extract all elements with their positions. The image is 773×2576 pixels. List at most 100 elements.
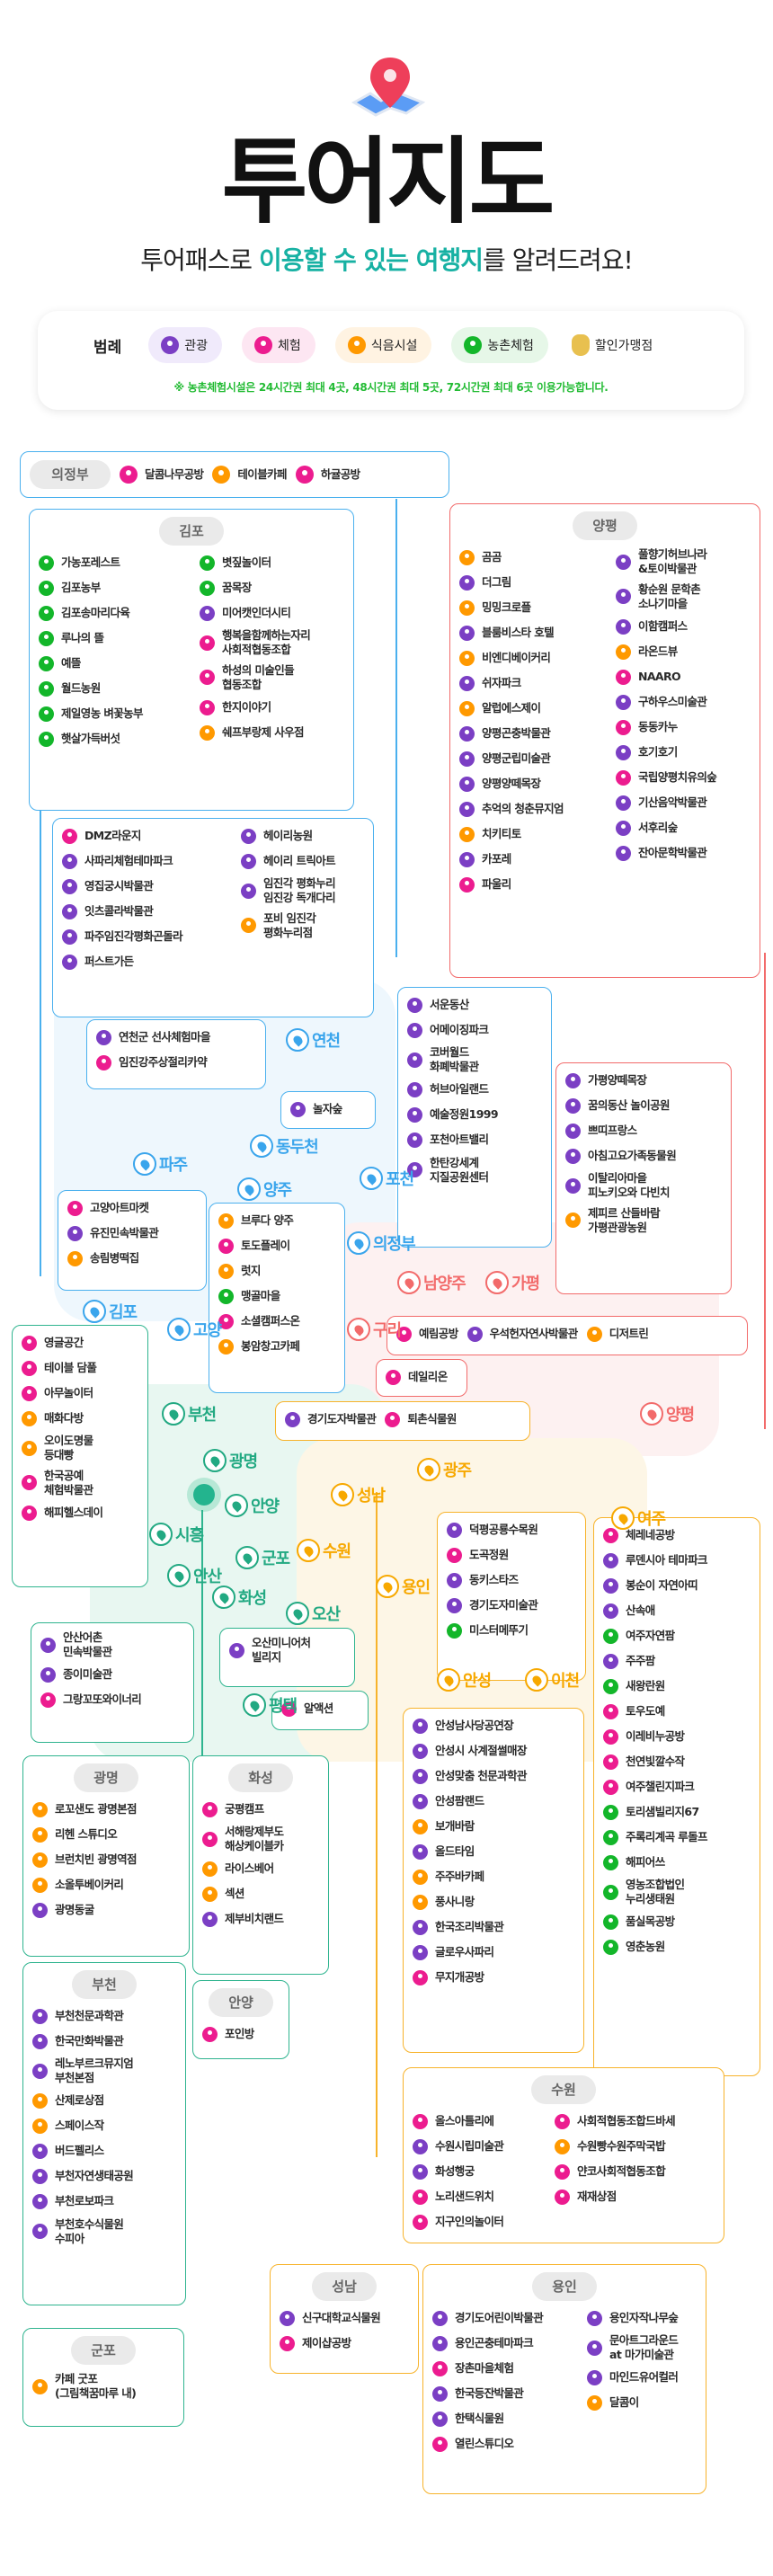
place-item[interactable]: 토리샘빌리지67 bbox=[603, 1802, 751, 1822]
place-item[interactable]: 달콤이 bbox=[587, 2394, 678, 2413]
place-item[interactable]: 행복을함께하는자리 사회적협동조합 bbox=[200, 628, 311, 658]
place-item[interactable]: 볏짚놀이터 bbox=[200, 553, 310, 573]
place-item[interactable]: 새왕란원 bbox=[603, 1676, 751, 1696]
map-region-label[interactable]: 광명 bbox=[203, 1449, 258, 1472]
place-item[interactable]: 가농포레스트 bbox=[39, 553, 187, 573]
place-item[interactable]: 안성시 사계절썰매장 bbox=[413, 1741, 574, 1761]
place-item[interactable]: 쉐프부랑제 사우점 bbox=[200, 723, 310, 742]
place-item[interactable]: 궁평캠프 bbox=[202, 1799, 319, 1819]
place-item[interactable]: 매화다방 bbox=[22, 1408, 138, 1428]
place-item[interactable]: 루덴시아 테마파크 bbox=[603, 1550, 751, 1570]
map-region-label[interactable]: 수원 bbox=[297, 1539, 351, 1562]
place-item[interactable]: 고양아트마켓 bbox=[67, 1198, 197, 1218]
place-item[interactable]: 헤이리 트릭아트 bbox=[241, 851, 336, 871]
place-item[interactable]: 임진강주상절리카약 bbox=[96, 1053, 256, 1072]
map-region-label[interactable]: 가평 bbox=[485, 1271, 540, 1294]
map-region-label[interactable]: 양주 bbox=[237, 1177, 292, 1201]
map-region-label[interactable]: 고양 bbox=[167, 1318, 222, 1341]
place-item[interactable]: 천연빛깔수작 bbox=[603, 1752, 751, 1772]
place-item[interactable]: 해피헬스데이 bbox=[22, 1503, 138, 1523]
place-item[interactable]: 주주바카페 bbox=[413, 1867, 574, 1887]
place-item[interactable]: 영글공간 bbox=[22, 1333, 138, 1353]
place-item[interactable]: 헤이리농원 bbox=[241, 826, 335, 846]
place-item[interactable]: 여주자연팜 bbox=[603, 1626, 751, 1646]
place-item[interactable]: 무지개공방 bbox=[413, 1968, 574, 1987]
place-item[interactable]: 산제로상점 bbox=[32, 2092, 176, 2111]
place-item[interactable]: 안산어촌 민속박물관 bbox=[40, 1630, 184, 1660]
place-item[interactable]: 잇츠콜라박물관 bbox=[62, 902, 228, 921]
map-region-label[interactable]: 여주 bbox=[611, 1506, 666, 1530]
map-region-label[interactable]: 부천 bbox=[162, 1402, 217, 1426]
place-item[interactable]: 양평곤충박물관 bbox=[459, 724, 603, 743]
place-item[interactable]: 동동카누 bbox=[616, 717, 716, 737]
place-item[interactable]: 화성행궁 bbox=[413, 2162, 542, 2181]
place-item[interactable]: 맹골마을 bbox=[218, 1286, 335, 1306]
place-item[interactable]: 꿈의동산 놀이공원 bbox=[565, 1096, 722, 1115]
place-item[interactable]: 브런치빈 광명역점 bbox=[32, 1850, 180, 1870]
place-item[interactable]: 예림공방 bbox=[396, 1324, 458, 1344]
place-item[interactable]: 예술정원1999 bbox=[407, 1106, 542, 1125]
place-item[interactable]: 추억의 청춘뮤지엄 bbox=[459, 799, 603, 819]
place-item[interactable]: 열린스튜디오 bbox=[432, 2434, 574, 2454]
place-item[interactable]: 이함캠퍼스 bbox=[616, 617, 716, 636]
place-item[interactable]: 레노부르크뮤지엄 부천본점 bbox=[32, 2056, 176, 2086]
place-item[interactable]: 라온드뷰 bbox=[616, 642, 716, 662]
place-item[interactable]: 수원시립미술관 bbox=[413, 2136, 542, 2156]
map-region-label[interactable]: 군포 bbox=[235, 1546, 290, 1569]
place-item[interactable]: 루나의 뜰 bbox=[39, 628, 187, 648]
place-item[interactable]: 제일영농 벼꽃농부 bbox=[39, 704, 187, 724]
place-item[interactable]: 사파리체험테마파크 bbox=[62, 851, 228, 871]
place-item[interactable]: 제피르 산들바람 가평관광농원 bbox=[565, 1206, 722, 1236]
place-item[interactable]: 주주팜 bbox=[603, 1651, 751, 1671]
place-item[interactable]: 봉순이 자연아띠 bbox=[603, 1576, 751, 1595]
place-item[interactable]: 김포송마리다육 bbox=[39, 603, 187, 623]
map-region-label[interactable]: 안산 bbox=[167, 1564, 222, 1587]
place-item[interactable]: 부천로보파크 bbox=[32, 2192, 176, 2212]
place-item[interactable]: 파울리 bbox=[459, 875, 603, 894]
place-item[interactable]: 부천호수식물원 수피아 bbox=[32, 2217, 176, 2247]
place-item[interactable]: 체레네공방 bbox=[603, 1525, 751, 1545]
place-item[interactable]: 이탈리아마을 피노키오와 다빈치 bbox=[565, 1171, 722, 1201]
map-region-label[interactable]: 용인 bbox=[376, 1575, 431, 1598]
place-item[interactable]: 밍밍크로플 bbox=[459, 598, 603, 617]
map-region-label[interactable]: 시흥 bbox=[149, 1523, 204, 1546]
place-item[interactable]: 한국조리박물관 bbox=[413, 1917, 574, 1937]
place-item[interactable]: 경기도자박물관 bbox=[285, 1409, 377, 1429]
place-item[interactable]: 경기도어린이박물관 bbox=[432, 2308, 574, 2328]
place-item[interactable]: 호기호기 bbox=[616, 742, 716, 762]
place-item[interactable]: 용인자작나무숲 bbox=[587, 2308, 679, 2328]
place-item[interactable]: 예뜰 bbox=[39, 653, 187, 673]
place-item[interactable]: 하성의 미술인들 협동조합 bbox=[200, 663, 310, 693]
place-item[interactable]: 그랑꼬또와이너리 bbox=[40, 1691, 184, 1710]
map-region-label[interactable]: 안양 bbox=[225, 1494, 280, 1517]
place-item[interactable]: 서운동산 bbox=[407, 995, 542, 1015]
place-item[interactable]: 토도플레이 bbox=[218, 1236, 335, 1256]
place-item[interactable]: 한지이야기 bbox=[200, 697, 310, 717]
place-item[interactable]: 경기도자미술관 bbox=[447, 1595, 576, 1615]
place-item[interactable]: 디저트린 bbox=[586, 1324, 649, 1344]
place-item[interactable]: 노리샌드위치 bbox=[413, 2187, 542, 2207]
place-item[interactable]: 미스터메뚜기 bbox=[447, 1621, 576, 1640]
place-item[interactable]: 부천천문과학관 bbox=[32, 2006, 176, 2026]
place-item[interactable]: 브루다 양주 bbox=[218, 1211, 335, 1230]
place-item[interactable]: 이레비누공방 bbox=[603, 1727, 751, 1746]
place-item[interactable]: 올스아틀리에 bbox=[413, 2111, 542, 2131]
place-item[interactable]: 산속애 bbox=[603, 1601, 751, 1621]
place-item[interactable]: 포비 임진각 평화누리점 bbox=[241, 911, 335, 941]
map-region-label[interactable]: 의정부 bbox=[347, 1231, 416, 1255]
map-region-label[interactable]: 안성 bbox=[437, 1668, 492, 1692]
place-item[interactable]: 양평군립미술관 bbox=[459, 749, 603, 768]
place-item[interactable]: 임진각 평화누리 임진강 독개다리 bbox=[241, 876, 336, 906]
place-item[interactable]: 수원빵수원주막국밥 bbox=[555, 2136, 675, 2156]
place-item[interactable]: 연천군 선사체험마을 bbox=[96, 1027, 256, 1047]
place-item[interactable]: 여주챌린지파크 bbox=[603, 1777, 751, 1797]
place-item[interactable]: 신구대학교식물원 bbox=[280, 2308, 409, 2328]
map-region-label[interactable]: 광주 bbox=[417, 1458, 472, 1481]
place-item[interactable]: 구하우스미술관 bbox=[616, 692, 716, 712]
place-item[interactable]: 문아트그라운드 at 마가미술관 bbox=[587, 2333, 679, 2363]
place-item[interactable]: NAARO bbox=[616, 667, 716, 687]
place-item[interactable]: 한택식물원 bbox=[432, 2409, 574, 2429]
place-item[interactable]: DMZ라운지 bbox=[62, 826, 228, 846]
place-item[interactable]: 용인곤충테마파크 bbox=[432, 2333, 574, 2353]
map-region-label[interactable]: 연천 bbox=[286, 1028, 341, 1052]
